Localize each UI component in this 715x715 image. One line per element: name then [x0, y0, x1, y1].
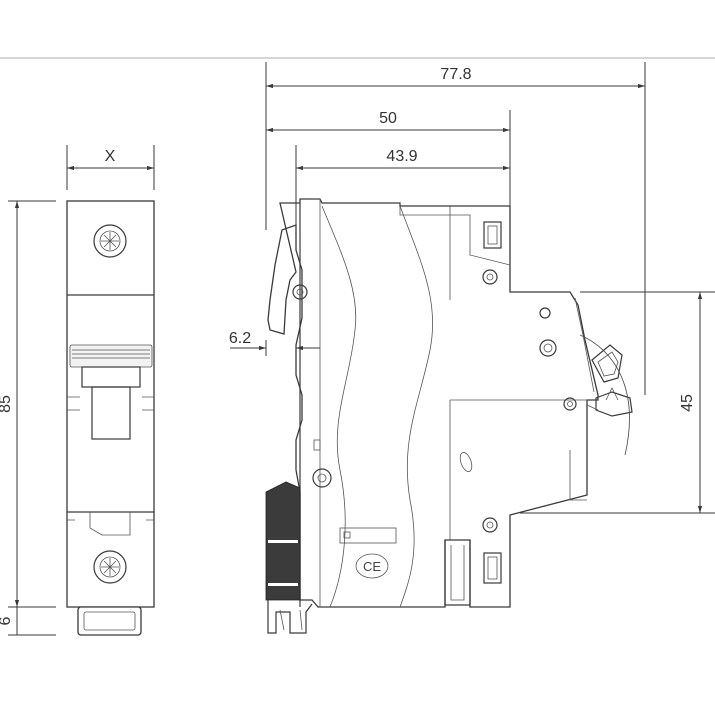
dim-width-label: X: [105, 148, 116, 165]
lower-screw-icon: [93, 550, 127, 584]
rail-clip: [569, 297, 633, 501]
toggle-lever: [67, 344, 154, 440]
upper-terminal-window: [483, 221, 502, 249]
side-inner-wave-2: [399, 205, 433, 608]
dim-depth-43: 43.9: [295, 145, 510, 225]
dim-bottom-label: 6: [0, 616, 14, 625]
lower-terminal-window: [483, 552, 502, 584]
upper-screw-icon: [93, 224, 127, 258]
dim-height: 85: [0, 200, 56, 608]
dim-rail-height: 45: [520, 291, 715, 514]
dim-height-label: 85: [0, 395, 14, 413]
front-din-clip: [77, 606, 142, 636]
label-plate: [339, 527, 397, 544]
lower-latch: [444, 540, 471, 606]
dim-rail-offset-label: 6.2: [229, 330, 251, 347]
dim-rail-height-label: 45: [679, 394, 696, 412]
bottom-terminal-block: [265, 481, 313, 634]
dim-depth-50: 50: [266, 110, 511, 206]
side-housing: [267, 198, 599, 608]
side-inner-wave-1: [321, 205, 357, 608]
rivet-holes: [292, 269, 577, 533]
ce-mark: CE: [363, 559, 381, 574]
side-view: CE: [265, 198, 633, 634]
rail-clip-arc: [579, 334, 630, 456]
dim-total-depth-label: 77.8: [440, 66, 471, 83]
dim-width-x: X: [66, 145, 155, 190]
dim-bottom: 6: [0, 607, 56, 636]
front-body: [66, 200, 155, 608]
dim-depth-50-label: 50: [379, 110, 397, 127]
dim-rail-offset: 6.2: [229, 330, 320, 356]
dim-depth-43-label: 43.9: [386, 148, 417, 165]
front-view: [66, 200, 155, 636]
dim-total-depth: 77.8: [265, 62, 646, 395]
